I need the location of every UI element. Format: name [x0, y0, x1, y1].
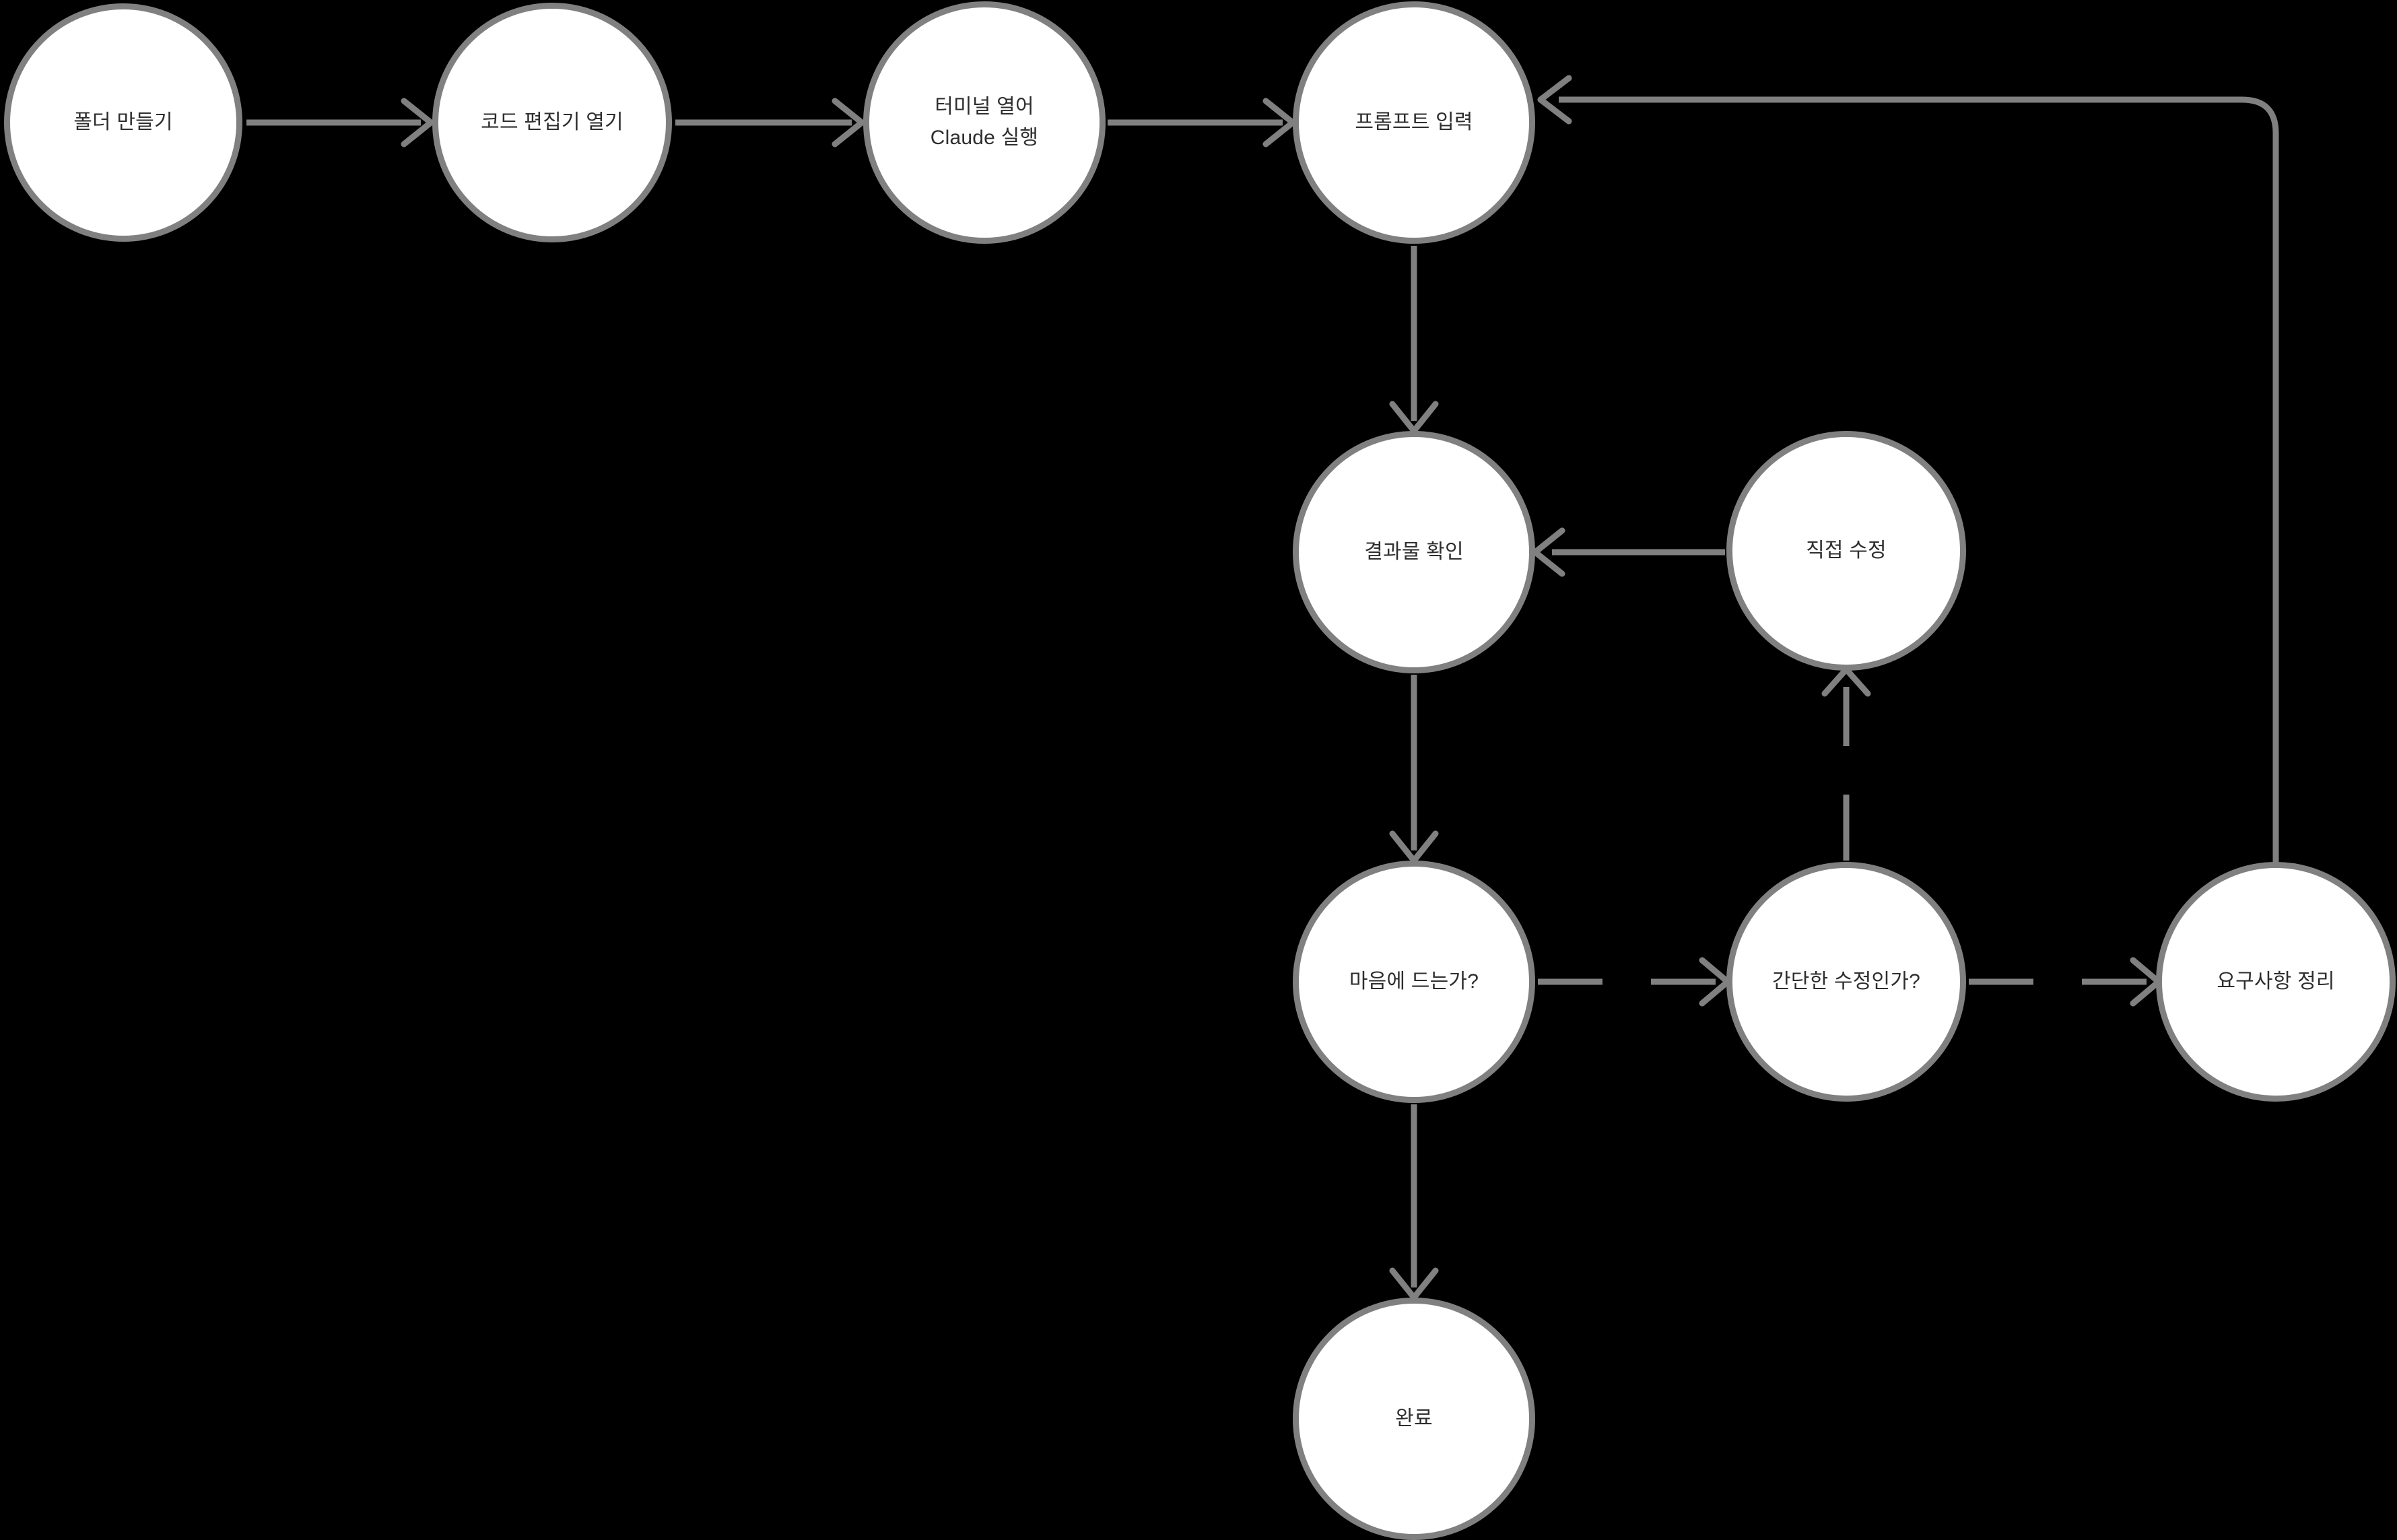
edge-organize-reqs-to-enter-prompt — [1537, 75, 2279, 863]
node-label-organize-reqs: 요구사항 정리 — [2217, 970, 2335, 993]
node-is-simple-fix[interactable]: 간단한 수정인가? — [1726, 862, 1966, 1102]
edge-run-claude-to-enter-prompt — [1108, 98, 1296, 147]
node-label-manual-edit: 직접 수정 — [1806, 539, 1887, 562]
node-enter-prompt[interactable]: 프롬프트 입력 — [1293, 1, 1535, 244]
node-check-result[interactable]: 결과물 확인 — [1293, 431, 1535, 673]
node-label-is-satisfied: 마음에 드는가? — [1349, 970, 1479, 993]
edge-is-simple-fix-to-organize-reqs — [1969, 957, 2162, 1007]
node-organize-reqs[interactable]: 요구사항 정리 — [2156, 862, 2396, 1102]
node-label-make-folder: 폴더 만들기 — [73, 111, 173, 133]
edge-enter-prompt-to-check-result — [1389, 246, 1439, 434]
node-open-editor[interactable]: 코드 편집기 열기 — [432, 3, 672, 242]
node-label-done: 완료 — [1395, 1407, 1433, 1430]
node-label-open-editor: 코드 편집기 열기 — [481, 111, 623, 133]
node-done[interactable]: 완료 — [1293, 1298, 1535, 1540]
node-run-claude[interactable]: 터미널 열어 Claude 실행 — [863, 1, 1106, 244]
edge-make-folder-to-open-editor — [246, 98, 434, 147]
edge-manual-edit-to-check-result — [1532, 527, 1725, 577]
node-label-check-result: 결과물 확인 — [1364, 541, 1464, 563]
edge-open-editor-to-run-claude — [675, 98, 865, 147]
node-is-satisfied[interactable]: 마음에 드는가? — [1293, 861, 1535, 1103]
node-label-is-simple-fix: 간단한 수정인가? — [1771, 970, 1921, 993]
node-label-enter-prompt: 프롬프트 입력 — [1355, 111, 1473, 133]
edge-is-satisfied-to-is-simple-fix — [1538, 957, 1731, 1007]
node-manual-edit[interactable]: 직접 수정 — [1726, 431, 1966, 671]
edge-is-satisfied-to-done — [1389, 1104, 1439, 1301]
node-label-run-claude: 터미널 열어 Claude 실행 — [930, 96, 1039, 149]
edge-check-result-to-is-satisfied — [1389, 675, 1439, 864]
node-make-folder[interactable]: 폴더 만들기 — [4, 3, 242, 242]
edge-is-simple-fix-to-manual-edit — [1821, 666, 1871, 861]
